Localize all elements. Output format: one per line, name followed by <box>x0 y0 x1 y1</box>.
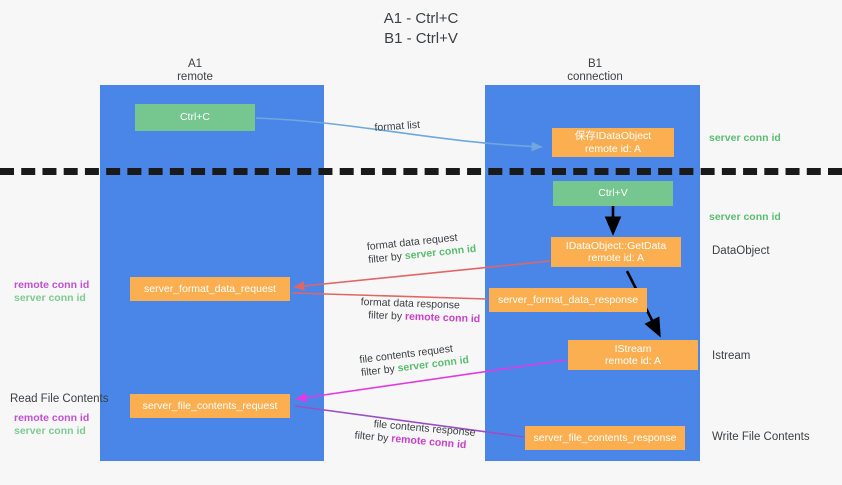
node-istream[interactable]: IStream remote id: A <box>568 340 698 370</box>
annotation-istream: Istream <box>712 350 751 362</box>
edge-label-file-contents-response: file contents response filter by remote … <box>354 418 477 452</box>
column-b1-name: B1 <box>587 58 603 70</box>
node-server-format-data-request-label: server_format_data_request <box>144 282 276 295</box>
edge-label-format-data-response: format data response filter by remote co… <box>360 296 481 326</box>
column-a1-sub: remote <box>177 71 213 83</box>
filter-prefix: filter by <box>354 429 392 445</box>
edge-label-format-data-request: format data request filter by server con… <box>366 231 477 267</box>
filter-prefix: filter by <box>368 309 406 323</box>
edge-label-file-contents-request: file contents request filter by server c… <box>358 342 470 380</box>
node-server-file-contents-response[interactable]: server_file_contents_response <box>525 426 685 450</box>
edge-label-format-list: format list <box>374 118 421 135</box>
node-ctrl-c-label: Ctrl+C <box>179 111 211 124</box>
filter-prefix: filter by <box>367 250 406 267</box>
node-istream-line2: remote id: A <box>604 355 662 367</box>
node-save-idataobject[interactable]: 保存IDataObject remote id: A <box>552 128 674 157</box>
node-server-format-data-response-label: server_format_data_response <box>497 293 639 306</box>
node-server-file-contents-response-label: server_file_contents_response <box>533 431 677 444</box>
annotation-dataobject: DataObject <box>712 245 770 257</box>
node-server-format-data-response[interactable]: server_format_data_response <box>489 288 647 312</box>
title-line-2: B1 - Ctrl+V <box>384 30 458 47</box>
column-header-b1: B1 connection <box>530 58 660 84</box>
title-line-1: A1 - Ctrl+C <box>383 10 459 27</box>
node-idataobject-getdata-line1: IDataObject::GetData <box>565 239 667 252</box>
node-idataobject-getdata[interactable]: IDataObject::GetData remote id: A <box>551 237 681 267</box>
node-idataobject-getdata-line2: remote id: A <box>587 252 645 264</box>
annotation-server-conn-id-mid: server conn id <box>709 211 781 223</box>
phase-separator <box>0 168 842 175</box>
annotation-server-conn-id-top: server conn id <box>709 132 781 144</box>
node-server-file-contents-request-label: server_file_contents_request <box>142 399 278 412</box>
annotation-left-conn-ids-2: remote conn id server conn id <box>14 412 90 437</box>
annotation-read-file-contents: Read File Contents <box>10 393 109 405</box>
page-title: A1 - Ctrl+C B1 - Ctrl+V <box>0 9 842 49</box>
column-b1-sub: connection <box>567 71 623 83</box>
node-istream-line1: IStream <box>614 342 652 355</box>
filter-key-remote-conn-id: remote conn id <box>404 310 481 326</box>
node-server-format-data-request[interactable]: server_format_data_request <box>130 277 290 301</box>
node-ctrl-v-label: Ctrl+V <box>598 187 628 200</box>
node-save-idataobject-line2: remote id: A <box>584 142 642 155</box>
node-ctrl-v[interactable]: Ctrl+V <box>553 181 673 206</box>
node-save-idataobject-line1: 保存IDataObject <box>574 130 652 142</box>
column-header-a1: A1 remote <box>130 58 260 84</box>
column-a1-name: A1 <box>187 58 203 70</box>
annotation-write-file-contents: Write File Contents <box>712 431 810 443</box>
node-ctrl-c[interactable]: Ctrl+C <box>135 104 255 131</box>
annotation-left-conn-ids-1: remote conn id server conn id <box>14 279 90 304</box>
node-server-file-contents-request[interactable]: server_file_contents_request <box>130 394 290 418</box>
